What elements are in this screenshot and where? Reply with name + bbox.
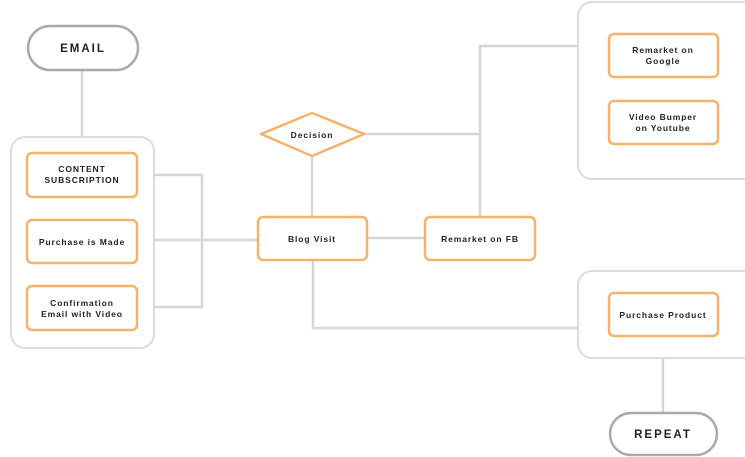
confirmation-email-label-line1: Confirmation (50, 298, 114, 308)
repeat-node: REPEAT (608, 411, 719, 457)
group-top-right (577, 1, 745, 180)
repeat-label: REPEAT (634, 429, 692, 441)
content-subscription-label-line2: SUBSCRIPTION (44, 175, 119, 185)
blog-visit-label: Blog Visit (288, 234, 336, 244)
connectors (80, 44, 665, 413)
email-node: EMAIL (26, 24, 140, 72)
remarket-fb-node: Remarket on FB (423, 215, 537, 262)
content-subscription-label-line1: CONTENT (58, 164, 105, 174)
confirmation-email-label-line2: Email with Video (41, 309, 123, 319)
decision-label: Decision (291, 130, 334, 140)
remarket-google-node: Remarket on Google (607, 32, 720, 79)
confirmation-email-node: Confirmation Email with Video (25, 284, 139, 332)
connector-blog-to-purchase-group (311, 259, 578, 330)
remarket-google-label-line2: Google (646, 56, 681, 66)
video-bumper-label-line1: Video Bumper (629, 112, 697, 122)
remarket-fb-label: Remarket on FB (441, 234, 519, 244)
purchase-is-made-label: Purchase is Made (39, 237, 125, 247)
email-label: EMAIL (60, 43, 106, 55)
content-subscription-node: CONTENT SUBSCRIPTION (25, 151, 139, 199)
video-bumper-label-line2: on Youtube (636, 123, 691, 133)
decision-node: Decision (259, 111, 366, 158)
video-bumper-node: Video Bumper on Youtube (607, 99, 720, 146)
purchase-is-made-node: Purchase is Made (25, 218, 139, 265)
purchase-product-label: Purchase Product (619, 310, 706, 320)
purchase-product-node: Purchase Product (607, 291, 720, 338)
blog-visit-node: Blog Visit (256, 215, 369, 262)
connector-fb-to-remarket-group (478, 44, 578, 217)
remarket-google-label-line1: Remarket on (632, 45, 693, 55)
